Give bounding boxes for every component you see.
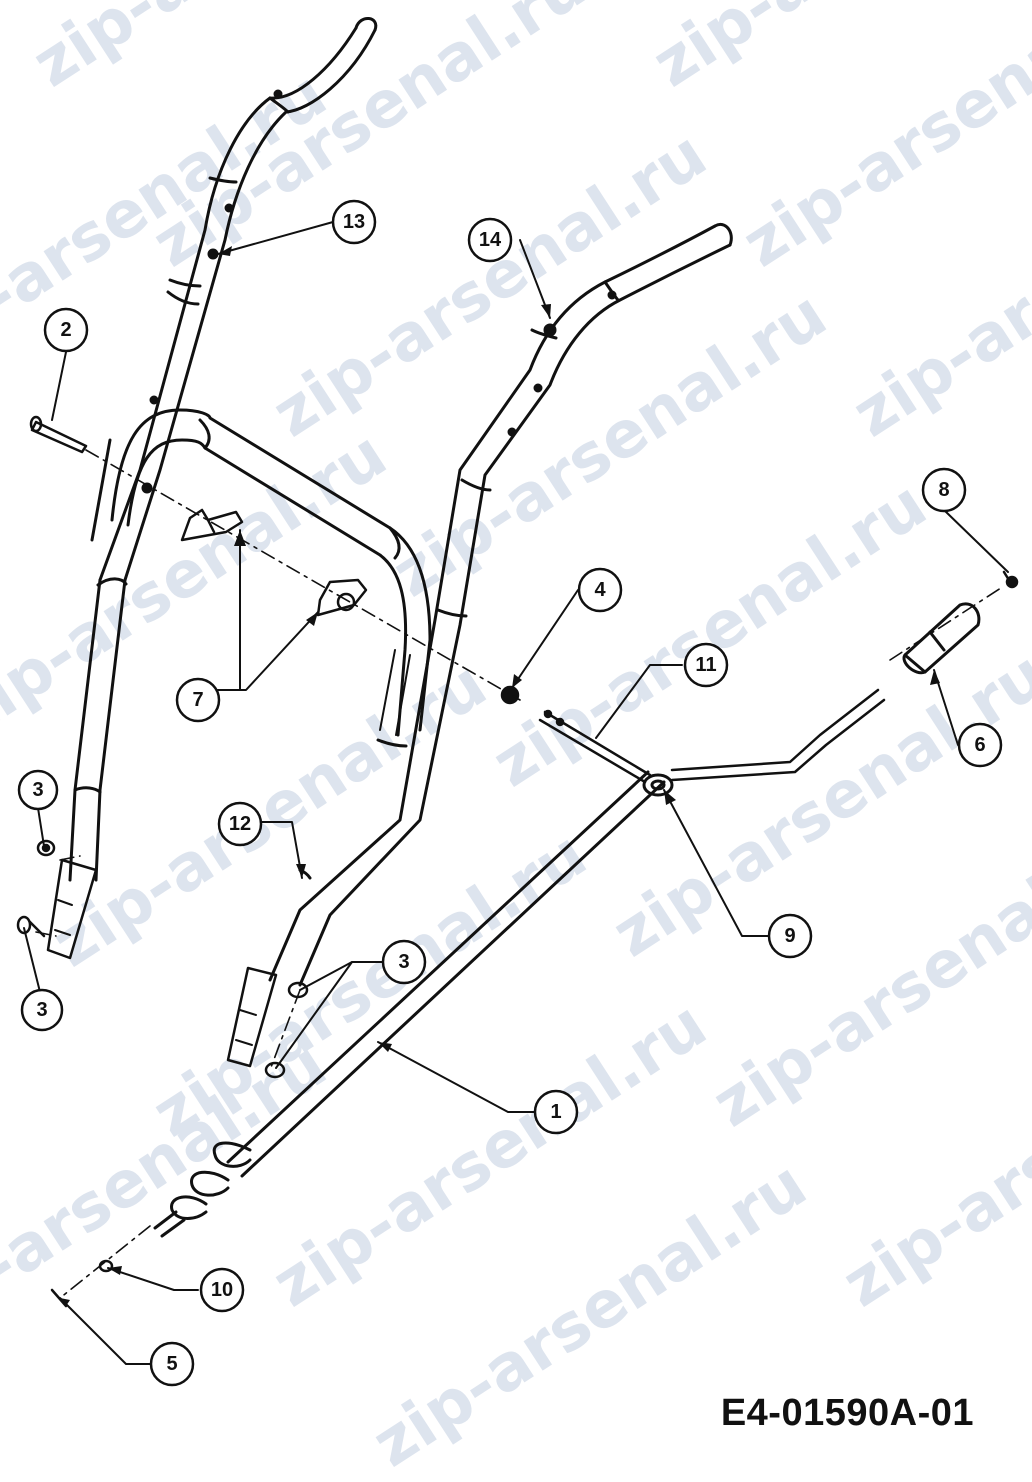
callout-11 — [683, 642, 729, 688]
callout-label-1: 1 — [550, 1101, 561, 1123]
callout-label-12: 12 — [229, 813, 251, 835]
callout-12 — [217, 801, 263, 847]
callout-label-4: 4 — [594, 579, 606, 601]
callout-1 — [533, 1089, 579, 1135]
callout-labels: 13 14 2 8 4 11 7 6 3 12 9 3 3 1 10 5 — [32, 211, 985, 1375]
screw-8 — [1002, 570, 1019, 589]
callout-label-13: 13 — [343, 211, 365, 233]
callout-3-b — [381, 939, 427, 985]
diagram-code: E4-01590A-01 — [720, 1392, 974, 1434]
bolt-2 — [29, 415, 88, 454]
callout-10 — [199, 1267, 245, 1313]
callout-5 — [149, 1341, 195, 1387]
callout-8 — [921, 467, 967, 513]
callout-14 — [467, 217, 513, 263]
right-upper-handle — [226, 223, 733, 1068]
callout-label-8: 8 — [938, 479, 949, 501]
nut-3-right-lower — [264, 1061, 286, 1079]
pivot-bushing — [642, 773, 674, 797]
callout-3-a — [17, 769, 59, 811]
callout-label-6: 6 — [974, 734, 985, 756]
nut-4 — [500, 685, 520, 705]
callout-label-3: 3 — [398, 951, 409, 973]
callout-label-10: 10 — [211, 1279, 233, 1301]
callout-label-9: 9 — [784, 925, 795, 947]
callout-13 — [331, 199, 377, 245]
callout-label-14: 14 — [479, 229, 502, 251]
left-upper-handle — [46, 17, 378, 960]
callout-bubbles — [17, 199, 1003, 1387]
callout-9 — [767, 913, 813, 959]
callout-2 — [43, 307, 89, 353]
callout-label-3: 3 — [36, 999, 47, 1021]
callout-label-11: 11 — [695, 654, 716, 676]
long-rod — [153, 770, 666, 1238]
grip — [902, 602, 981, 675]
center-crossbar — [110, 408, 432, 737]
callout-label-7: 7 — [192, 689, 203, 711]
nut-3-left-upper — [36, 839, 56, 857]
leader-lines — [23, 221, 1009, 1365]
callout-6 — [957, 722, 1003, 768]
callout-7 — [175, 677, 221, 723]
leader-arrowheads — [60, 246, 940, 1306]
callout-3-c — [20, 988, 64, 1032]
callout-label-5: 5 — [166, 1353, 177, 1375]
callout-4 — [577, 567, 623, 613]
callout-label-3: 3 — [32, 779, 43, 801]
assembly-centerlines — [35, 449, 1005, 1299]
control-rod — [538, 688, 886, 784]
wing-knob-upper — [180, 508, 244, 542]
callout-label-2: 2 — [60, 319, 71, 341]
